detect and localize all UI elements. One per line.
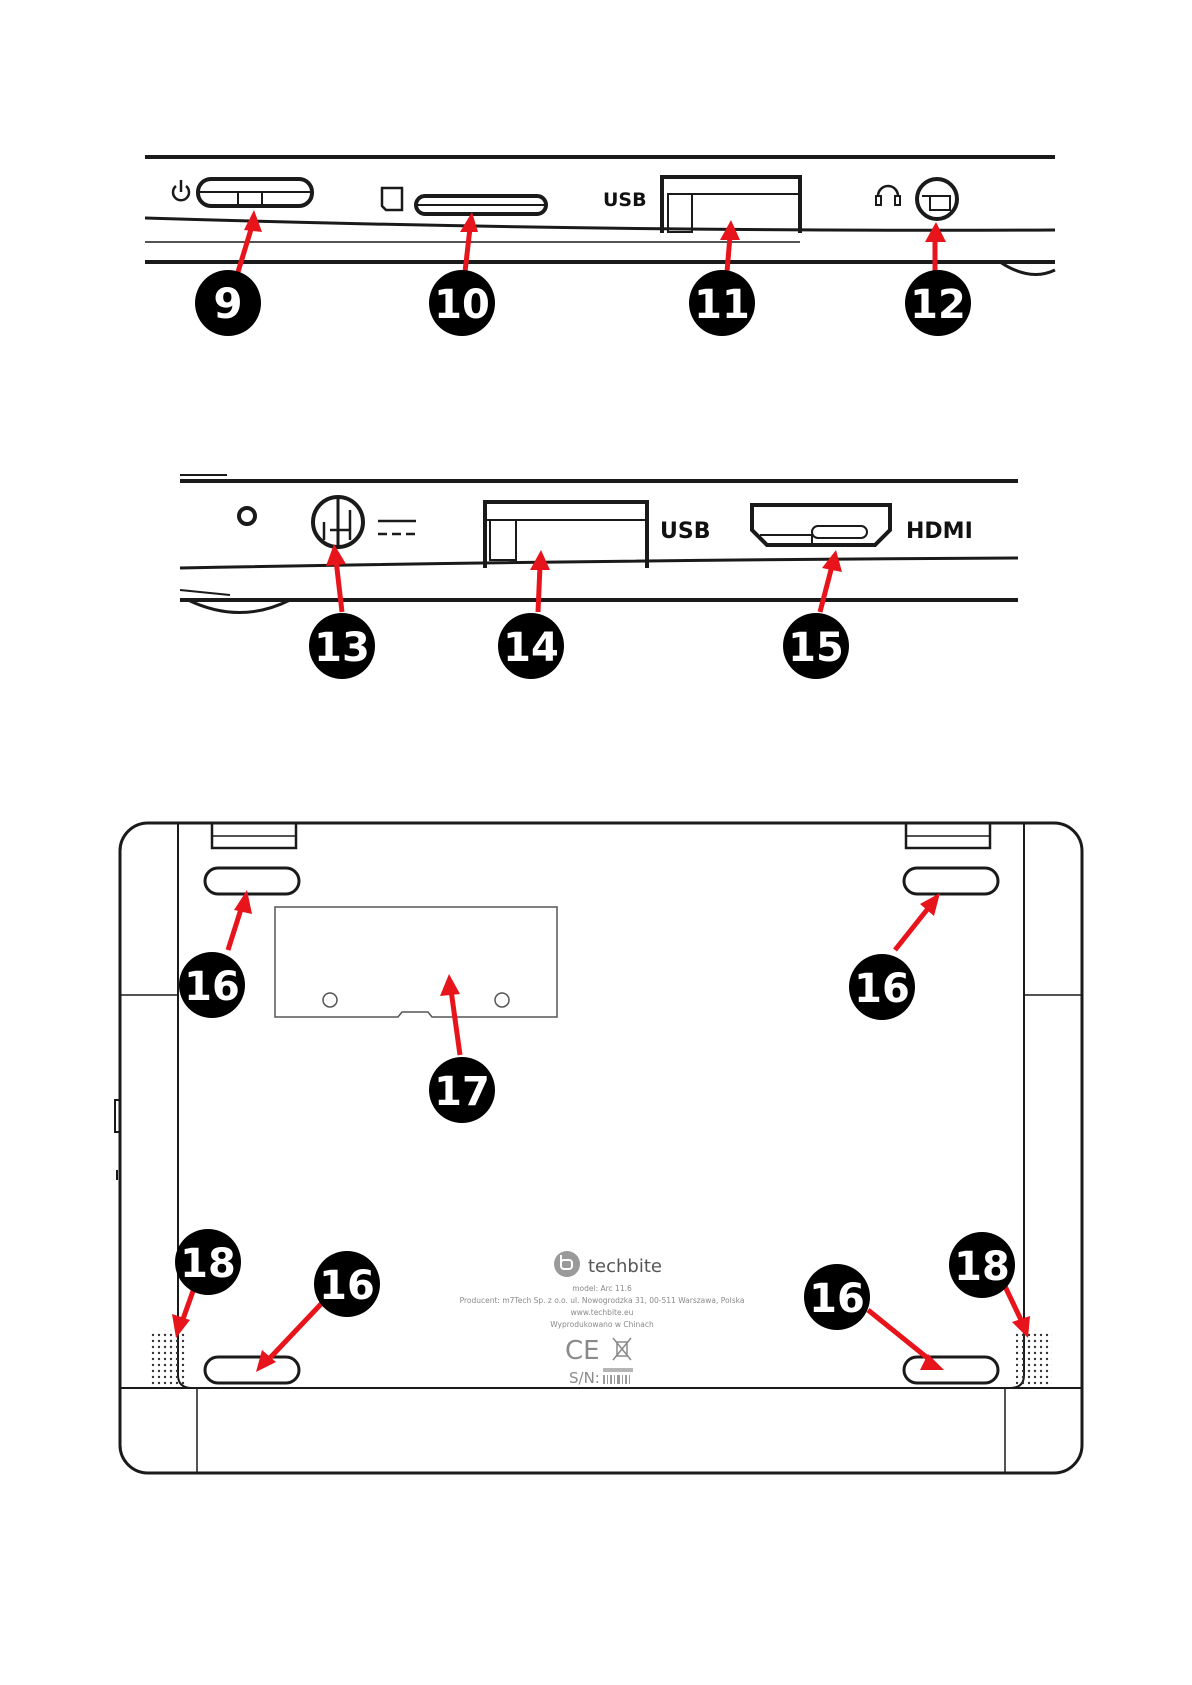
callout-16-top-left: 16 [179,952,245,1018]
brand-logo [554,1251,580,1277]
audio-jack [917,179,957,219]
svg-text:18: 18 [180,1241,236,1287]
svg-text:16: 16 [809,1276,865,1322]
microsd-slot [416,196,546,214]
dc-power-jack [313,497,363,547]
svg-text:16: 16 [184,964,240,1010]
callout-16-top-right: 16 [849,954,915,1020]
callout-18-right: 18 [949,1232,1015,1298]
weee-bin-icon [613,1338,631,1360]
serial-label: S/N: [569,1369,600,1387]
power-button [198,179,312,206]
callout-10: 10 [429,270,495,336]
side-view-right [180,475,1018,613]
hdmi-port [752,505,890,545]
callout-12: 12 [905,270,971,336]
callout-16-bottom-left: 16 [314,1251,380,1317]
usb-port-bottom [485,502,647,568]
speaker-grille-right [1016,1330,1052,1385]
rubber-foot-bottom-right [904,1357,998,1383]
ce-mark: CE [565,1336,600,1366]
made-in-line: Wyprodukowano w Chinach [550,1320,654,1329]
callout-15: 15 [783,613,849,679]
speaker-grille-left [150,1330,186,1385]
svg-text:18: 18 [954,1244,1010,1290]
headphone-icon [876,186,900,205]
power-icon [173,180,189,200]
rubber-foot-bottom-left [205,1357,299,1383]
svg-text:16: 16 [319,1263,375,1309]
usb-label-top: USB [603,189,647,211]
svg-text:9: 9 [213,279,242,328]
callout-9: 9 [195,270,261,336]
side-view-left [145,157,1055,275]
rubber-foot-top-left [205,868,299,894]
sd-card-icon [382,188,402,210]
model-line: model: Arc 11.6 [572,1284,632,1293]
callout-14: 14 [498,613,564,679]
usb-label-bottom: USB [660,519,710,544]
led-indicator [239,508,255,524]
svg-text:17: 17 [434,1069,490,1115]
callout-11: 11 [689,270,755,336]
svg-text:15: 15 [788,625,844,671]
svg-text:16: 16 [854,966,910,1012]
service-cover [275,907,557,1017]
svg-text:12: 12 [910,282,966,328]
svg-text:13: 13 [314,625,370,671]
callout-16-bottom-right: 16 [804,1264,870,1330]
dc-symbol-icon [378,521,416,534]
rubber-foot-top-right [904,868,998,894]
svg-text:10: 10 [434,282,490,328]
svg-text:14: 14 [503,625,559,671]
brand-name: techbite [588,1256,662,1277]
callout-18-left: 18 [175,1229,241,1295]
barcode [603,1368,633,1384]
website-line: www.techbite.eu [571,1308,634,1317]
producer-line: Producent: m7Tech Sp. z o.o. ul. Nowogro… [460,1296,745,1305]
callout-17: 17 [429,1057,495,1123]
hdmi-label: HDMI [906,519,973,544]
callout-13: 13 [309,613,375,679]
svg-text:11: 11 [694,282,750,328]
